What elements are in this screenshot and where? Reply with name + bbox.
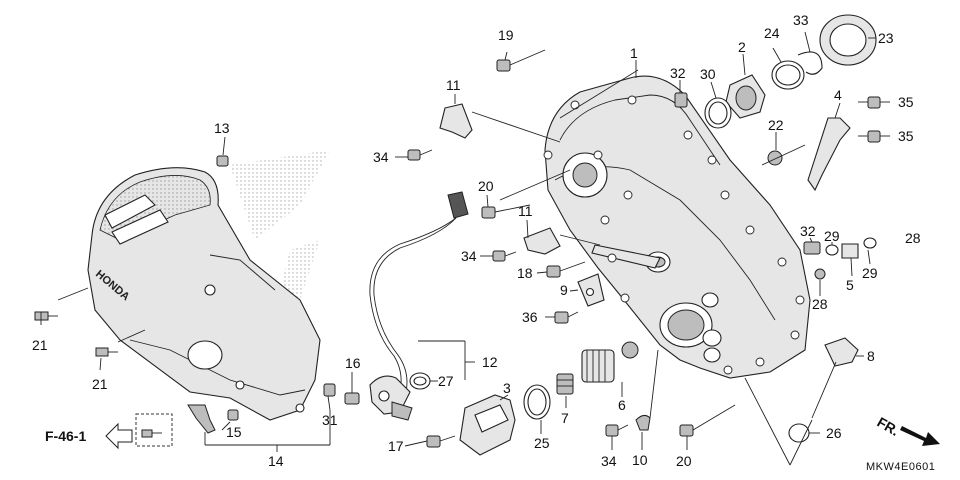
callout-9: 9 xyxy=(560,282,568,298)
callout-14: 14 xyxy=(268,453,284,469)
callout-29a: 29 xyxy=(824,228,840,244)
callout-11a: 11 xyxy=(446,77,461,93)
callout-5: 5 xyxy=(846,277,854,293)
callout-numbers: 1 2 3 4 5 6 7 8 9 10 11 11 12 13 14 15 1… xyxy=(32,12,921,469)
callout-6: 6 xyxy=(618,397,626,413)
callout-22: 22 xyxy=(768,117,784,133)
reference-arrow: F-46-1 xyxy=(45,422,133,450)
callout-21b: 21 xyxy=(92,376,108,392)
callout-12: 12 xyxy=(482,354,498,370)
callout-11b: 11 xyxy=(518,203,533,219)
callout-31: 31 xyxy=(322,412,338,428)
callout-32b: 32 xyxy=(800,223,816,239)
dipstick xyxy=(788,337,859,443)
callout-17: 17 xyxy=(388,438,404,454)
callout-33: 33 xyxy=(793,12,809,28)
direction-label: FR. xyxy=(875,414,903,439)
callout-13: 13 xyxy=(214,120,230,136)
reference-label: F-46-1 xyxy=(45,428,86,444)
callout-10: 10 xyxy=(632,452,648,468)
sensor-wire-assembly xyxy=(344,191,469,421)
callout-30: 30 xyxy=(700,66,716,82)
drawing-code: MKW4E0601 xyxy=(866,461,935,473)
lower-service-parts xyxy=(459,341,651,456)
callout-27: 27 xyxy=(438,373,454,389)
callout-7: 7 xyxy=(561,410,569,426)
callout-28b: 28 xyxy=(812,296,828,312)
cover-bolts xyxy=(34,155,336,447)
callout-34a: 34 xyxy=(373,149,389,165)
callout-24: 24 xyxy=(764,25,780,41)
callout-15: 15 xyxy=(226,424,242,440)
callout-34c: 34 xyxy=(601,453,617,469)
right-crankcase-cover xyxy=(543,75,811,379)
callout-36: 36 xyxy=(522,309,538,325)
callout-23: 23 xyxy=(878,30,894,46)
front-direction-indicator: FR. xyxy=(875,414,940,446)
callout-21a: 21 xyxy=(32,337,48,353)
leader-lines xyxy=(40,31,890,466)
callout-32a: 32 xyxy=(670,65,686,81)
callout-25: 25 xyxy=(534,435,550,451)
callout-35a: 35 xyxy=(898,94,914,110)
callout-16: 16 xyxy=(345,355,361,371)
cover-mount-bolts xyxy=(407,49,736,448)
callout-26: 26 xyxy=(826,425,842,441)
callout-19: 19 xyxy=(498,27,514,43)
callout-1: 1 xyxy=(630,45,638,61)
left-crankcase-cover: HONDA xyxy=(87,150,330,421)
callout-2: 2 xyxy=(738,39,746,55)
direction-arrow-icon xyxy=(900,426,940,446)
callout-18: 18 xyxy=(517,265,533,281)
callout-28a: 28 xyxy=(905,230,921,246)
callout-34b: 34 xyxy=(461,248,477,264)
callout-35b: 35 xyxy=(898,128,914,144)
callout-4: 4 xyxy=(834,87,842,103)
plug-parts xyxy=(803,237,877,280)
clutch-lifter-parts xyxy=(674,14,881,192)
callout-3: 3 xyxy=(503,380,511,396)
left-arrow-icon xyxy=(105,422,133,450)
callout-8: 8 xyxy=(867,348,875,364)
wire-clips xyxy=(439,103,561,255)
callout-20b: 20 xyxy=(676,453,692,469)
callout-20a: 20 xyxy=(478,178,494,194)
callout-29b: 29 xyxy=(862,265,878,281)
